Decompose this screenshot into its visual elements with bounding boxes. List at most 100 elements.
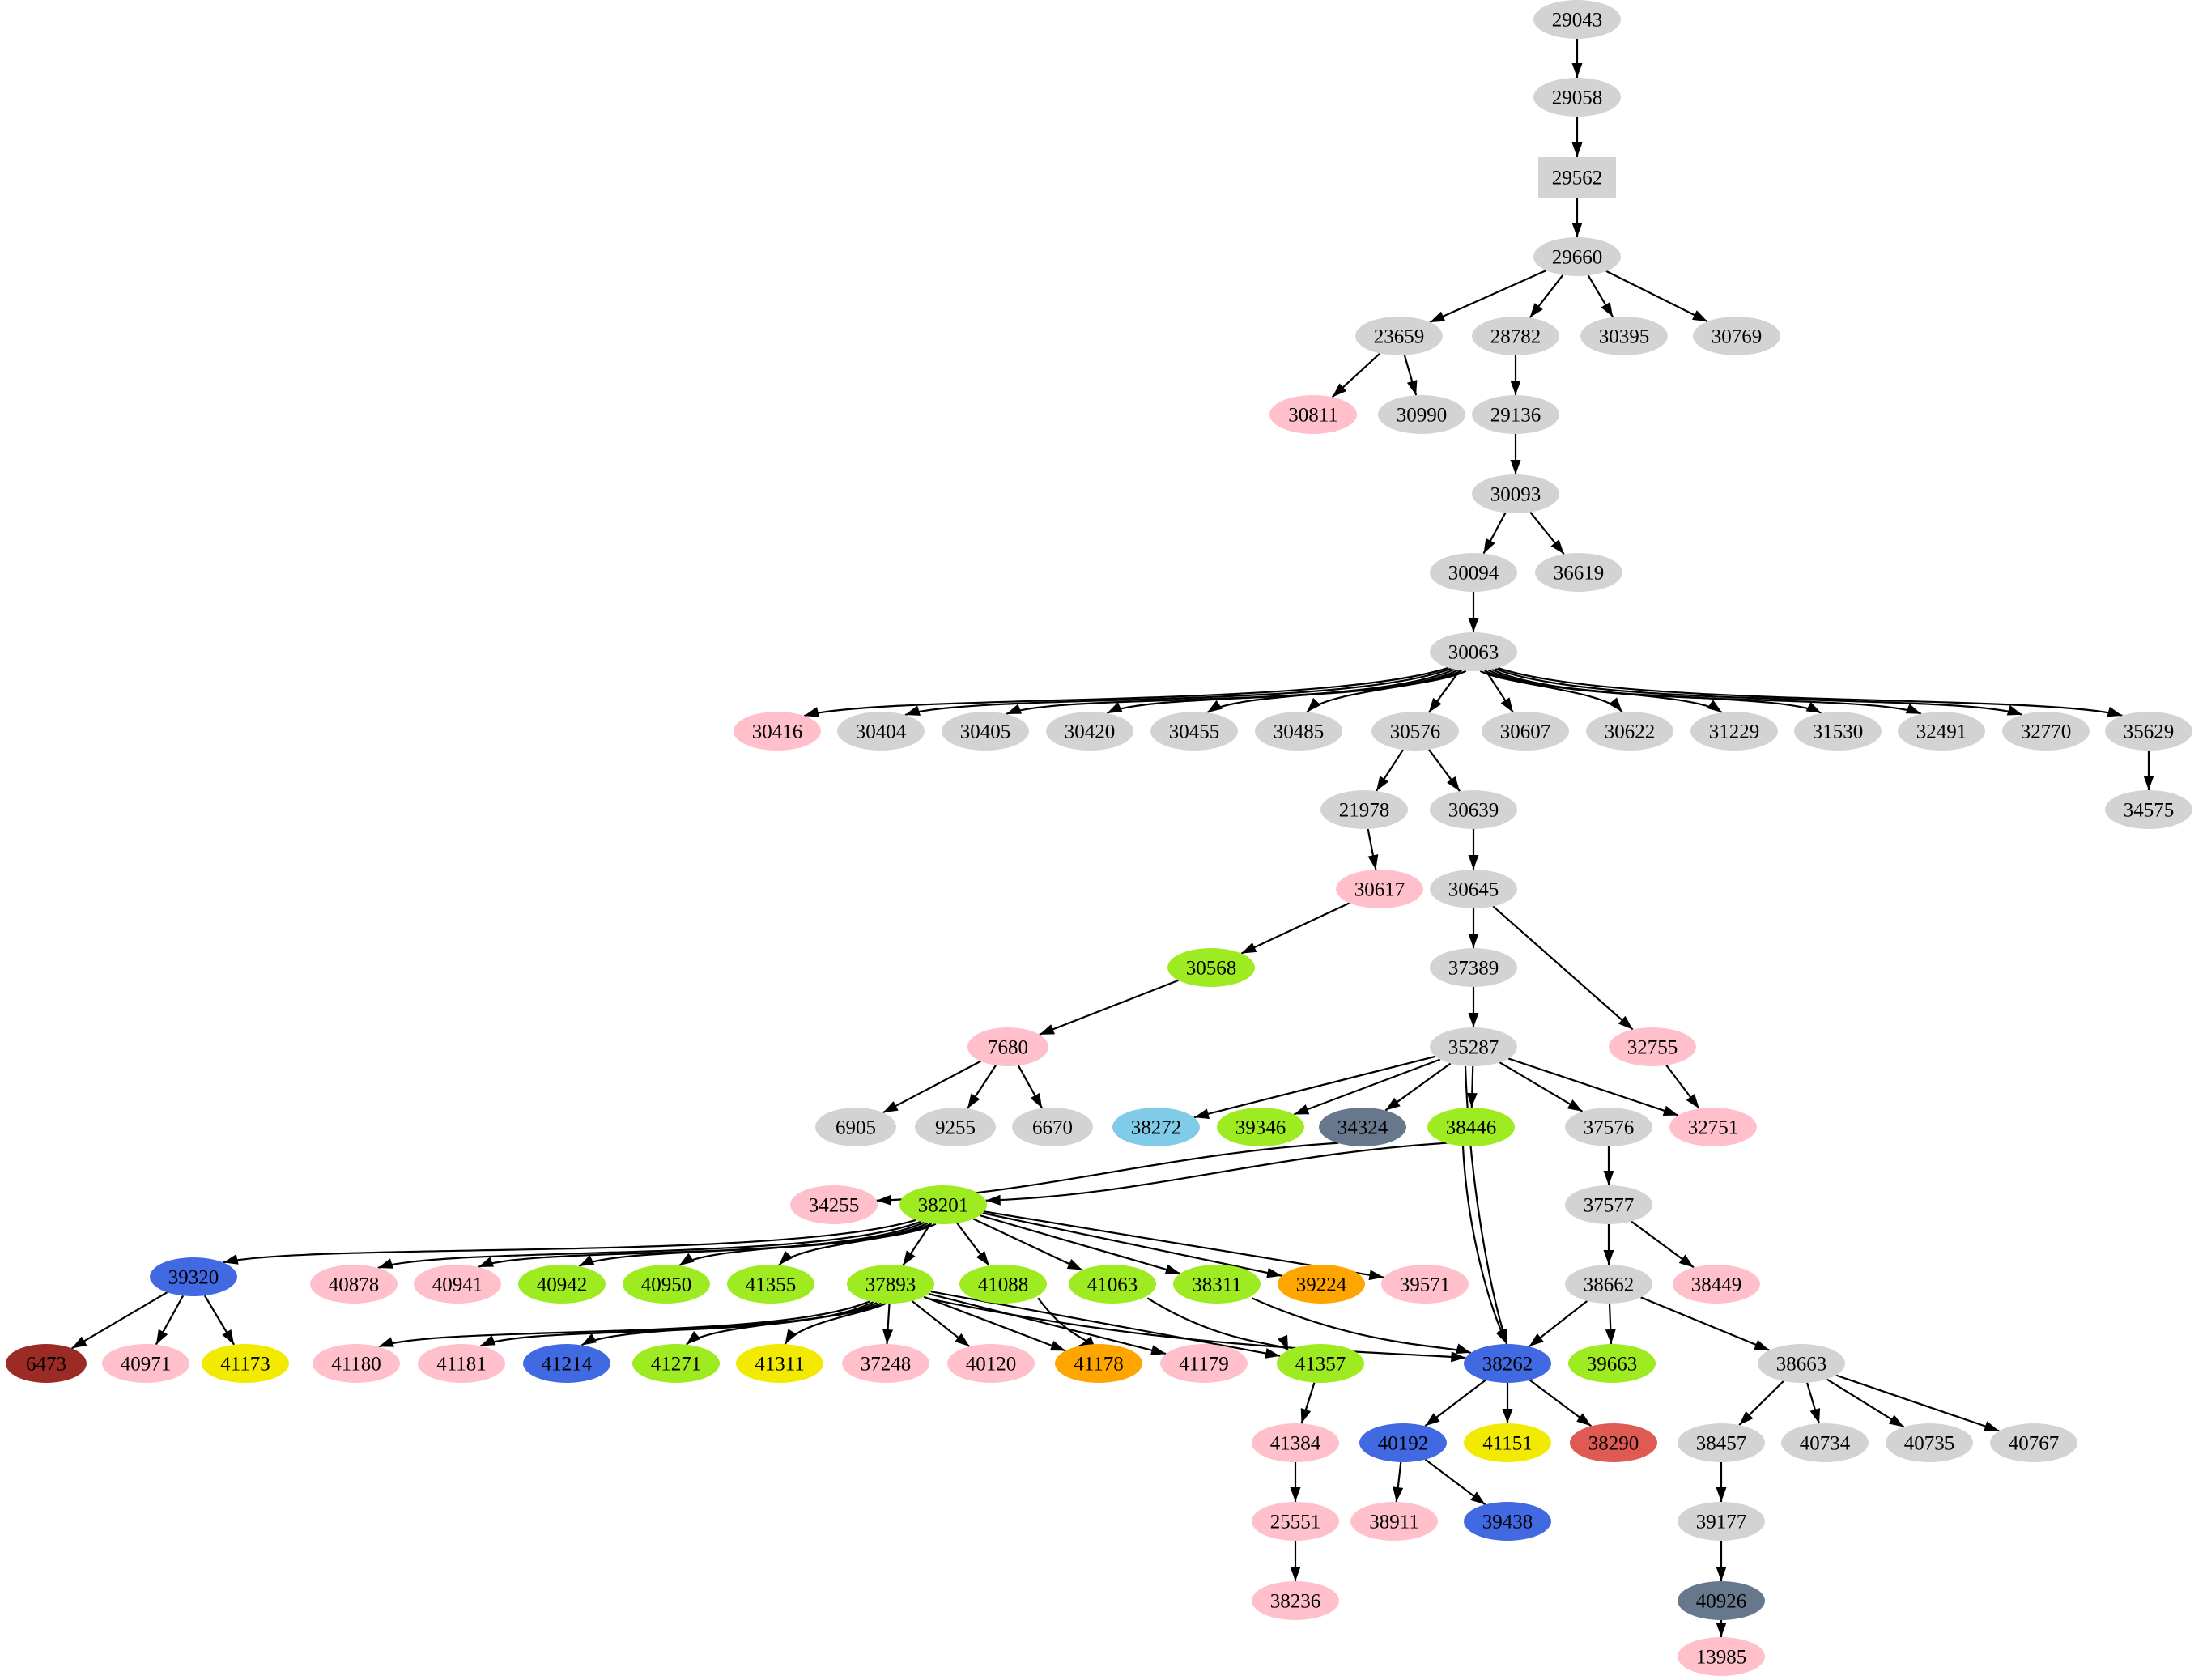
node-ellipse[interactable]: [1112, 1108, 1200, 1146]
graph-node[interactable]: 7680: [967, 1027, 1048, 1066]
graph-node[interactable]: 9255: [915, 1108, 996, 1146]
graph-node[interactable]: 31229: [1690, 712, 1778, 751]
node-ellipse[interactable]: [1167, 948, 1255, 987]
graph-node[interactable]: 38663: [1758, 1344, 1845, 1383]
node-ellipse[interactable]: [1464, 1423, 1551, 1462]
node-ellipse[interactable]: [1669, 1108, 1757, 1146]
node-ellipse[interactable]: [1252, 1502, 1339, 1541]
graph-node[interactable]: 38201: [899, 1185, 987, 1224]
node-ellipse[interactable]: [2105, 790, 2192, 829]
node-ellipse[interactable]: [842, 1344, 929, 1383]
node-ellipse[interactable]: [1160, 1344, 1248, 1383]
graph-node[interactable]: 37248: [842, 1344, 929, 1383]
graph-node[interactable]: 23659: [1355, 317, 1443, 355]
node-ellipse[interactable]: [1678, 1423, 1765, 1462]
node-ellipse[interactable]: [1781, 1423, 1869, 1462]
graph-node[interactable]: 41178: [1055, 1344, 1142, 1383]
graph-node[interactable]: 38457: [1678, 1423, 1765, 1462]
graph-node[interactable]: 41271: [632, 1344, 720, 1383]
node-ellipse[interactable]: [2105, 712, 2192, 751]
graph-node[interactable]: 30769: [1693, 317, 1780, 355]
node-ellipse[interactable]: [959, 1265, 1047, 1304]
graph-node[interactable]: 38446: [1427, 1108, 1515, 1146]
graph-node[interactable]: 38290: [1570, 1423, 1657, 1462]
node-ellipse[interactable]: [1568, 1344, 1656, 1383]
node-ellipse[interactable]: [414, 1265, 501, 1304]
graph-node[interactable]: 30093: [1472, 474, 1559, 513]
node-ellipse[interactable]: [1430, 1027, 1517, 1066]
graph-node[interactable]: 41355: [727, 1265, 814, 1304]
node-ellipse[interactable]: [1673, 1265, 1760, 1304]
node-ellipse[interactable]: [1150, 712, 1238, 751]
node-ellipse[interactable]: [942, 712, 1029, 751]
graph-node[interactable]: 35629: [2105, 712, 2192, 751]
graph-node[interactable]: 38662: [1565, 1265, 1652, 1304]
graph-node[interactable]: 40971: [102, 1344, 189, 1383]
graph-node[interactable]: 34324: [1319, 1108, 1406, 1146]
graph-node[interactable]: 30617: [1336, 870, 1423, 908]
graph-node[interactable]: 40926: [1678, 1581, 1765, 1620]
node-ellipse[interactable]: [1055, 1344, 1142, 1383]
node-ellipse[interactable]: [1565, 1265, 1652, 1304]
graph-node[interactable]: 40950: [623, 1265, 710, 1304]
node-ellipse[interactable]: [202, 1344, 289, 1383]
node-ellipse[interactable]: [1580, 317, 1668, 355]
graph-node[interactable]: 30607: [1482, 712, 1569, 751]
node-ellipse[interactable]: [947, 1344, 1035, 1383]
node-ellipse[interactable]: [847, 1265, 934, 1304]
node-ellipse[interactable]: [1990, 1423, 2077, 1462]
node-ellipse[interactable]: [1069, 1265, 1156, 1304]
graph-node[interactable]: 30416: [734, 712, 821, 751]
node-ellipse[interactable]: [1678, 1502, 1765, 1541]
graph-node[interactable]: 28782: [1472, 317, 1559, 355]
graph-node[interactable]: 41179: [1160, 1344, 1248, 1383]
graph-node[interactable]: 32770: [2002, 712, 2090, 751]
node-ellipse[interactable]: [1430, 870, 1517, 908]
node-ellipse[interactable]: [1319, 1108, 1406, 1146]
node-ellipse[interactable]: [1371, 712, 1459, 751]
node-ellipse[interactable]: [1381, 1265, 1469, 1304]
graph-node[interactable]: 29058: [1533, 78, 1621, 117]
graph-node[interactable]: 40735: [1886, 1423, 1973, 1462]
graph-node[interactable]: 32751: [1669, 1108, 1757, 1146]
graph-node[interactable]: 41180: [313, 1344, 400, 1383]
graph-node[interactable]: 30420: [1046, 712, 1133, 751]
graph-node[interactable]: 6670: [1012, 1108, 1093, 1146]
graph-node[interactable]: 39224: [1278, 1265, 1365, 1304]
graph-node[interactable]: 37576: [1565, 1108, 1652, 1146]
node-ellipse[interactable]: [313, 1344, 400, 1383]
node-ellipse[interactable]: [1472, 395, 1559, 434]
node-ellipse[interactable]: [1533, 237, 1621, 276]
graph-node[interactable]: 38272: [1112, 1108, 1200, 1146]
node-ellipse[interactable]: [837, 712, 925, 751]
node-ellipse[interactable]: [1472, 474, 1559, 513]
node-ellipse[interactable]: [1535, 553, 1622, 592]
graph-node[interactable]: 34575: [2105, 790, 2192, 829]
graph-node[interactable]: 30063: [1430, 632, 1517, 671]
node-ellipse[interactable]: [1758, 1344, 1845, 1383]
graph-node[interactable]: 29043: [1533, 0, 1621, 39]
graph-node[interactable]: 39177: [1678, 1502, 1765, 1541]
graph-node[interactable]: 41181: [418, 1344, 505, 1383]
node-ellipse[interactable]: [1355, 317, 1443, 355]
graph-node[interactable]: 38911: [1350, 1502, 1438, 1541]
node-ellipse[interactable]: [310, 1265, 398, 1304]
node-ellipse[interactable]: [1359, 1423, 1447, 1462]
node-ellipse[interactable]: [736, 1344, 823, 1383]
graph-node[interactable]: 30645: [1430, 870, 1517, 908]
graph-node[interactable]: 31530: [1794, 712, 1882, 751]
node-ellipse[interactable]: [1533, 78, 1621, 117]
node-ellipse[interactable]: [1255, 712, 1342, 751]
node-ellipse[interactable]: [1693, 317, 1780, 355]
graph-node[interactable]: 40734: [1781, 1423, 1869, 1462]
graph-node[interactable]: 30094: [1430, 553, 1517, 592]
graph-node[interactable]: 39663: [1568, 1344, 1656, 1383]
graph-node[interactable]: 38236: [1252, 1581, 1339, 1620]
graph-node[interactable]: 41311: [736, 1344, 823, 1383]
graph-node[interactable]: 39346: [1217, 1108, 1304, 1146]
graph-node[interactable]: 30395: [1580, 317, 1668, 355]
node-ellipse[interactable]: [1430, 790, 1517, 829]
node-ellipse[interactable]: [518, 1265, 606, 1304]
node-ellipse[interactable]: [523, 1344, 610, 1383]
graph-node[interactable]: 30485: [1255, 712, 1342, 751]
